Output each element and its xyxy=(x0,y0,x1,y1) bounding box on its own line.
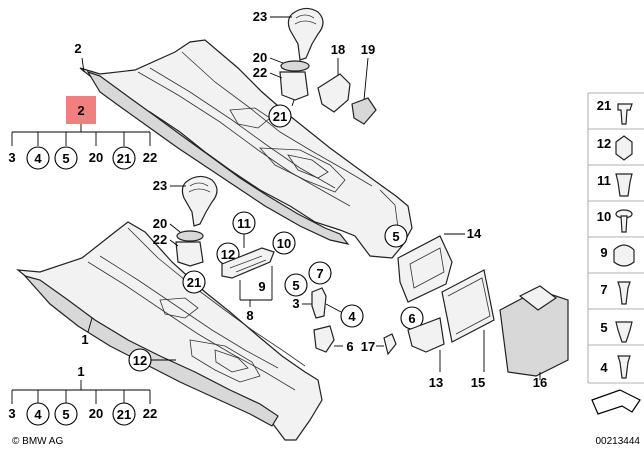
legend-9: 9 xyxy=(600,245,607,260)
upper-shift-knob: 23 20 22 21 xyxy=(253,7,324,128)
callout-6: 6 xyxy=(346,339,353,354)
legend-21: 21 xyxy=(597,98,611,113)
legend-11: 11 xyxy=(597,173,611,188)
callout-11: 11 xyxy=(237,216,251,231)
callout-3: 3 xyxy=(292,296,299,311)
upper-callout-21: 21 xyxy=(273,109,287,124)
callout-17: 17 xyxy=(361,339,375,354)
callout-18: 18 xyxy=(331,42,345,57)
legend-4: 4 xyxy=(600,360,608,375)
upper-sub-21: 21 xyxy=(117,151,131,166)
callout-12: 12 xyxy=(221,247,235,262)
upper-callout-20: 20 xyxy=(253,50,267,65)
legend-10: 10 xyxy=(597,209,611,224)
callout-19: 19 xyxy=(361,42,375,57)
lower-sub-5: 5 xyxy=(62,407,69,422)
lower-callout-1: 1 xyxy=(81,332,88,347)
right-parts: 5 14 15 6 13 16 xyxy=(384,224,569,390)
brand-label: © BMW AG xyxy=(12,436,63,447)
upper-sub-20: 20 xyxy=(89,150,103,165)
callout-8: 8 xyxy=(246,308,253,323)
diagram-code: 00213444 xyxy=(596,436,641,447)
lower-sub-22: 22 xyxy=(143,406,157,421)
lower-sub-4: 4 xyxy=(34,407,42,422)
lower-top-1: 1 xyxy=(77,364,84,379)
fastener-legend: 21 12 11 10 9 7 5 4 xyxy=(587,92,644,415)
callout-5-right: 5 xyxy=(392,229,399,244)
callout-15: 15 xyxy=(471,375,485,390)
lower-shift-knob: 23 20 22 21 xyxy=(153,175,218,294)
callout-13: 13 xyxy=(429,375,443,390)
highlight-box xyxy=(66,96,96,124)
lower-callout-22: 22 xyxy=(153,232,167,247)
callout-7: 7 xyxy=(316,266,323,281)
callout-10: 10 xyxy=(277,236,291,251)
lower-callout-20: 20 xyxy=(153,216,167,231)
callout-5: 5 xyxy=(292,278,299,293)
callout-6-right: 6 xyxy=(408,311,415,326)
callout-4: 4 xyxy=(348,309,356,324)
lower-sub-21: 21 xyxy=(117,407,131,422)
part-18-19: 18 19 xyxy=(317,42,377,125)
lower-callout-21: 21 xyxy=(187,275,201,290)
lower-sub-3: 3 xyxy=(8,406,15,421)
legend-7: 7 xyxy=(600,282,607,297)
callout-9: 9 xyxy=(258,279,265,294)
highlight-label: 2 xyxy=(77,103,84,118)
upper-label-group: 2 2 3 4 5 20 21 22 xyxy=(8,41,157,170)
upper-sub-22: 22 xyxy=(143,150,157,165)
upper-sub-4: 4 xyxy=(34,151,42,166)
upper-callout-2: 2 xyxy=(74,41,81,56)
callout-14: 14 xyxy=(467,226,482,241)
upper-sub-3: 3 xyxy=(8,150,15,165)
orientation-arrow-icon xyxy=(591,389,641,415)
callout-12-lower: 12 xyxy=(133,353,147,368)
legend-12: 12 xyxy=(597,136,611,151)
upper-sub-5: 5 xyxy=(62,151,69,166)
lower-sub-20: 20 xyxy=(89,406,103,421)
legend-5: 5 xyxy=(600,320,607,335)
middle-parts: 11 12 10 9 8 7 5 3 4 6 17 12 xyxy=(128,211,397,372)
upper-center-console xyxy=(79,39,413,259)
callout-16: 16 xyxy=(533,375,547,390)
upper-callout-22: 22 xyxy=(253,65,267,80)
upper-callout-23: 23 xyxy=(253,9,267,24)
lower-callout-23: 23 xyxy=(153,178,167,193)
lower-label-group: 1 1 3 4 5 20 21 22 xyxy=(8,317,157,426)
